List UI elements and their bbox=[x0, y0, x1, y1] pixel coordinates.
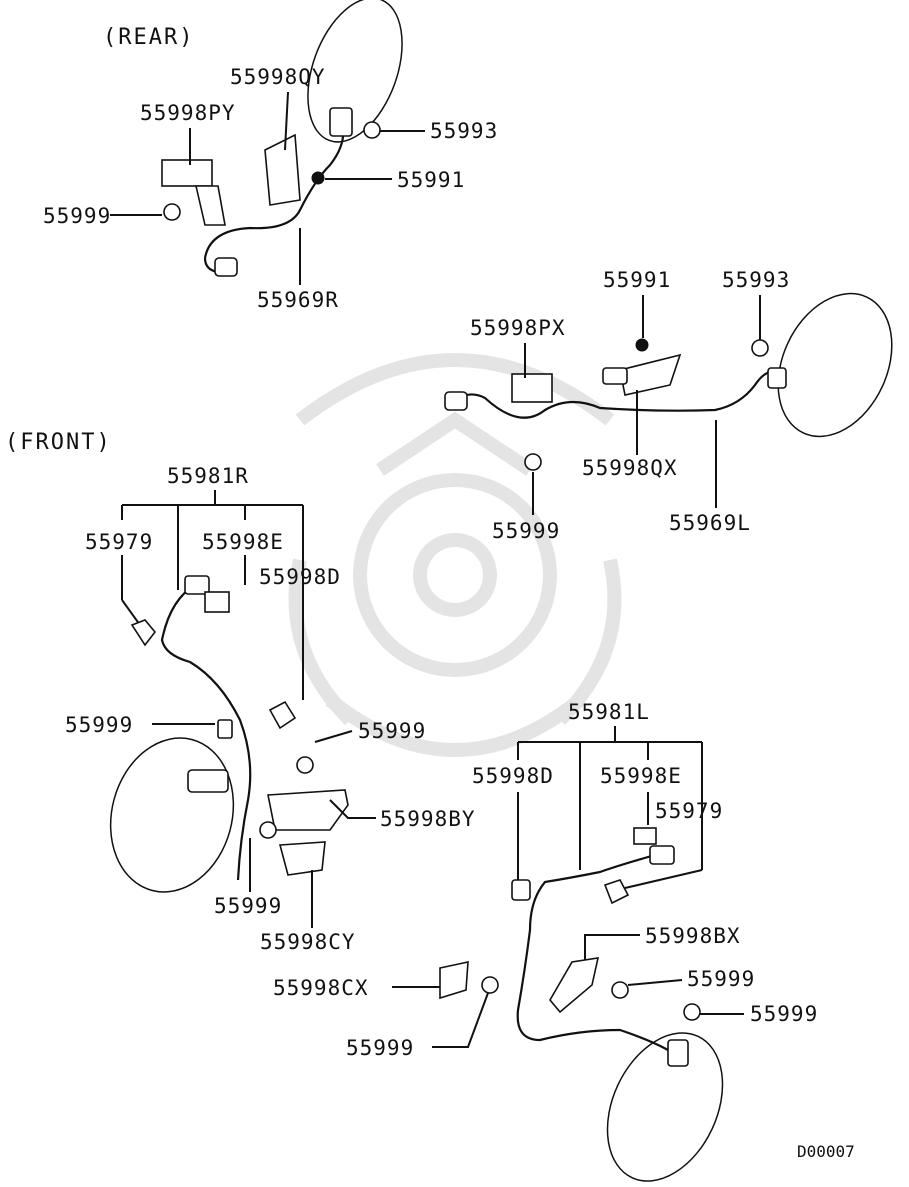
cable-connector bbox=[444, 391, 468, 411]
label-55999-rear: 55999 bbox=[43, 204, 111, 228]
rear-left-sensor-assembly bbox=[444, 292, 893, 471]
label-55998d-right: 55998D bbox=[259, 565, 341, 589]
label-55999-fl-b: 55999 bbox=[750, 1002, 818, 1026]
leader-55998by bbox=[329, 799, 376, 819]
bracket-55998py bbox=[161, 159, 213, 187]
label-55998bx: 55998BX bbox=[645, 924, 741, 948]
bracket-55998bx bbox=[549, 957, 600, 1014]
bolt-55999-b bbox=[296, 756, 314, 774]
watermark-emblem bbox=[288, 353, 622, 757]
label-55981l: 55981L bbox=[568, 700, 650, 724]
front-left-sensor-assembly bbox=[439, 827, 724, 1182]
bracket-55998qx bbox=[619, 353, 682, 396]
label-55998d-left: 55998D bbox=[472, 764, 554, 788]
leader-55979-right-end bbox=[121, 599, 141, 626]
bracket-55998py-leg bbox=[194, 185, 226, 226]
bolt-55999-c bbox=[259, 821, 277, 839]
wheel-hub-outline bbox=[606, 1032, 724, 1182]
label-55998e-right: 55998E bbox=[202, 530, 284, 554]
bolt-55999 bbox=[524, 453, 542, 471]
label-55998qy: 55998QY bbox=[230, 65, 326, 89]
leader-55981l-tree bbox=[517, 726, 703, 870]
label-55981r: 55981R bbox=[167, 464, 249, 488]
nut-55993 bbox=[363, 121, 381, 139]
rear-section-title: (REAR) bbox=[103, 25, 194, 50]
leader-55999-fl-a bbox=[627, 979, 683, 986]
wheel-hub-outline bbox=[307, 0, 403, 143]
rear-right-sensor-assembly bbox=[161, 0, 403, 277]
label-55999-fl-c: 55999 bbox=[346, 1036, 414, 1060]
label-55979-left: 55979 bbox=[655, 799, 723, 823]
label-55979-right: 55979 bbox=[85, 530, 153, 554]
bracket-55998cy bbox=[278, 841, 326, 876]
bolt-55999-b bbox=[683, 1003, 701, 1021]
nut-55993 bbox=[751, 339, 769, 357]
bolt-55999 bbox=[217, 719, 233, 739]
bolt-55999 bbox=[163, 203, 181, 221]
clip-55979 bbox=[130, 619, 157, 647]
front-right-sensor-assembly bbox=[109, 575, 349, 893]
label-55999-fr-b: 55999 bbox=[358, 719, 426, 743]
bolt-55999-a bbox=[611, 981, 629, 999]
clip-55979 bbox=[603, 879, 630, 905]
clamp-55998e bbox=[633, 827, 657, 845]
leader-55981r-tree bbox=[121, 490, 304, 700]
label-55969r: 55969R bbox=[257, 288, 339, 312]
label-55999-left: 55999 bbox=[492, 519, 560, 543]
label-55998cy: 55998CY bbox=[260, 930, 356, 954]
diagram-code: D00007 bbox=[797, 1142, 855, 1161]
front-section-title: (FRONT) bbox=[5, 430, 112, 455]
clamp-55998e bbox=[204, 591, 230, 613]
grommet-55998d bbox=[511, 879, 531, 901]
label-55991-rear: 55991 bbox=[397, 168, 465, 192]
sensor-cable bbox=[160, 584, 252, 881]
label-55998px: 55998PX bbox=[470, 316, 566, 340]
label-55998cx: 55998CX bbox=[273, 976, 369, 1000]
wheel-hub-outline bbox=[777, 292, 893, 438]
bolt-55991 bbox=[311, 171, 325, 185]
label-55998e-left: 55998E bbox=[600, 764, 682, 788]
leader-55999-fl-c bbox=[432, 992, 489, 1048]
label-55998py: 55998PY bbox=[140, 101, 236, 125]
sensor-cable bbox=[203, 114, 345, 259]
cable-connector bbox=[184, 575, 210, 595]
sensor-head bbox=[329, 107, 353, 137]
bolt-55991 bbox=[635, 338, 649, 352]
grommet-55998d bbox=[268, 700, 297, 730]
bracket-55998px bbox=[511, 373, 553, 403]
sensor-head bbox=[767, 367, 787, 389]
leader-55998bx bbox=[584, 934, 640, 960]
bracket-55998cx bbox=[439, 960, 469, 1000]
label-55969l: 55969L bbox=[669, 511, 751, 535]
sensor-head bbox=[667, 1039, 689, 1067]
label-55998qx: 55998QX bbox=[582, 456, 678, 480]
leader-55979-left bbox=[624, 869, 703, 889]
label-55999-fl-a: 55999 bbox=[687, 967, 755, 991]
label-55998by: 55998BY bbox=[380, 807, 476, 831]
cable-connector bbox=[214, 257, 238, 277]
bracket-clip bbox=[602, 367, 628, 385]
bolt-55999-c bbox=[481, 976, 499, 994]
label-55993-left: 55993 bbox=[722, 268, 790, 292]
leader-55998qy bbox=[284, 91, 289, 151]
bracket-55998qy bbox=[264, 133, 301, 206]
label-55991-left: 55991 bbox=[603, 268, 671, 292]
sensor-head bbox=[187, 769, 229, 793]
sensor-cable bbox=[516, 853, 669, 1051]
label-55999-fr-c: 55999 bbox=[214, 894, 282, 918]
label-55993-rear: 55993 bbox=[430, 119, 498, 143]
wheel-hub-outline bbox=[109, 737, 235, 893]
sensor-cable bbox=[454, 370, 776, 419]
leader-55999-fr-b bbox=[314, 730, 353, 743]
cable-connector bbox=[649, 845, 675, 865]
label-55999-fr-a: 55999 bbox=[65, 713, 133, 737]
bracket-55998by bbox=[267, 789, 349, 831]
